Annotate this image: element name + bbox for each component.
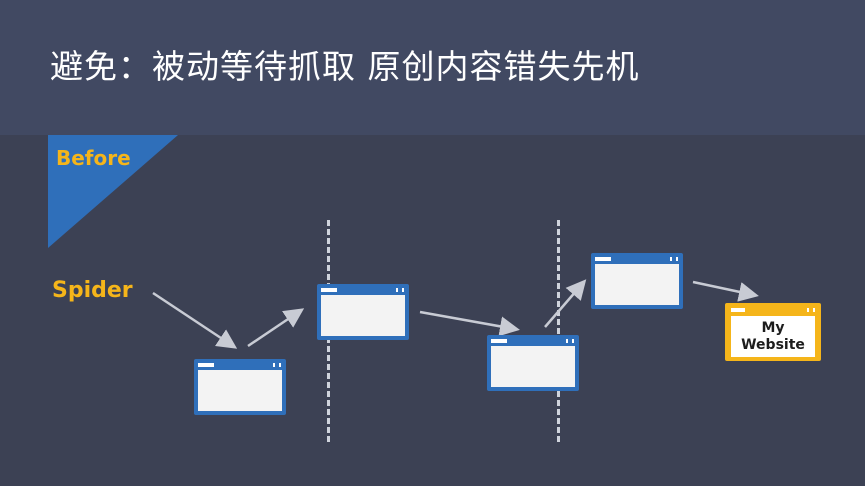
window-buttons-icon [670, 257, 678, 261]
arrow-page-4-to-my-website [692, 280, 759, 302]
spider-label: Spider [52, 278, 133, 303]
my-website-label-line1: My [761, 319, 785, 336]
page-window-4 [591, 253, 683, 309]
page-window-2 [317, 284, 409, 340]
window-buttons-icon [566, 339, 574, 343]
window-body [491, 346, 575, 387]
window-title-bar-icon [595, 257, 611, 261]
arrow-spider-to-page-1 [152, 291, 238, 349]
my-website-window: My Website [725, 303, 821, 361]
window-body [595, 264, 679, 305]
window-buttons-icon [807, 308, 815, 312]
window-buttons-icon [396, 288, 404, 292]
my-website-label-line2: Website [741, 336, 805, 353]
page-window-3 [487, 335, 579, 391]
arrow-page-3-to-page-4 [544, 279, 587, 328]
window-body [198, 370, 282, 411]
window-buttons-icon [273, 363, 281, 367]
divider-dashed-line-2 [557, 220, 560, 442]
window-body [321, 295, 405, 336]
my-website-body: My Website [731, 316, 815, 357]
slide-title: 避免：被动等待抓取 原创内容错失先机 [50, 47, 640, 86]
arrow-page-2-to-page-3 [419, 310, 520, 337]
window-title-bar-icon [321, 288, 337, 292]
arrow-page-1-to-page-2 [247, 308, 305, 348]
my-website-label: My Website [741, 320, 805, 354]
window-title-bar-icon [198, 363, 214, 367]
title-band: 避免：被动等待抓取 原创内容错失先机 [0, 0, 865, 135]
window-title-bar-icon [491, 339, 507, 343]
before-corner-triangle [48, 135, 178, 248]
window-title-bar-icon [731, 308, 745, 312]
before-label: Before [56, 146, 131, 170]
page-window-1 [194, 359, 286, 415]
